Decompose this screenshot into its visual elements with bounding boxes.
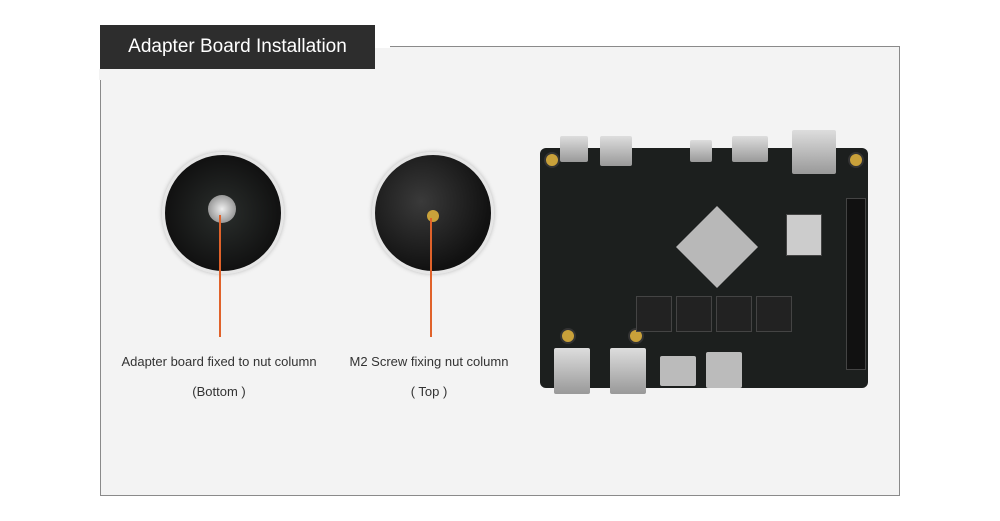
nut-image [427, 210, 439, 222]
pointer-line [219, 215, 221, 337]
dc-jack [560, 136, 588, 162]
bottom-caption: Adapter board fixed to nut column [121, 354, 317, 369]
screw-image [208, 195, 236, 223]
ram-chip [676, 296, 712, 332]
gpio-header [846, 198, 866, 370]
soc-chip [675, 205, 759, 289]
usb-host-1-2 [554, 348, 590, 394]
usb-host-3-4 [610, 348, 646, 394]
pointer-line [430, 218, 432, 337]
tf-card-slot [660, 356, 696, 386]
sim-card-slot [706, 352, 742, 388]
bottom-detail-photo [162, 152, 284, 274]
ram-chip [636, 296, 672, 332]
typec-port [690, 140, 712, 162]
ram-chip [716, 296, 752, 332]
top-detail-photo [372, 152, 494, 274]
top-caption: M2 Screw fixing nut column [349, 354, 509, 369]
border-gap [99, 69, 102, 80]
mount-hole [560, 328, 576, 344]
mount-hole [848, 152, 864, 168]
hdmi-port [732, 136, 768, 162]
section-title: Adapter Board Installation [100, 25, 375, 69]
wifi-module [786, 214, 822, 256]
border-gap [375, 44, 390, 48]
ethernet-port [792, 130, 836, 174]
board-photo [540, 130, 868, 394]
bottom-subcaption: (Bottom ) [192, 384, 246, 399]
mount-hole [544, 152, 560, 168]
ram-chip [756, 296, 792, 332]
usb3-port [600, 136, 632, 166]
top-subcaption: ( Top ) [410, 384, 448, 399]
